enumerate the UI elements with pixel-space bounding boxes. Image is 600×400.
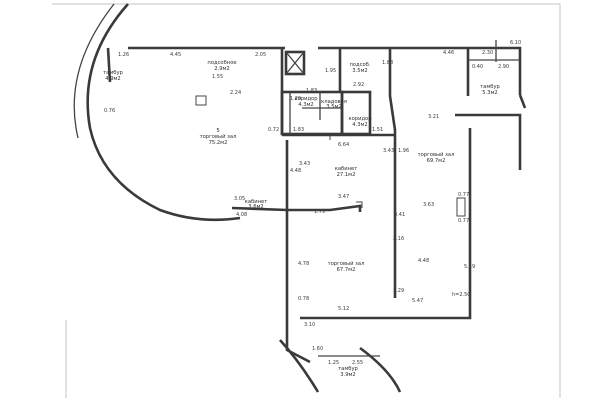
- dimension: 4.48: [290, 168, 301, 174]
- room-label: кабинет: [245, 199, 268, 205]
- dimension: 2.30: [482, 50, 493, 56]
- room-label: тамбур: [480, 84, 500, 90]
- dimension: 2.55: [352, 360, 363, 366]
- room-label: торговый зал: [200, 133, 237, 140]
- walls: [73, 3, 527, 393]
- dimension: 3.43: [383, 148, 394, 154]
- room-label: подсобное: [207, 60, 236, 66]
- dimension: 3.21: [428, 114, 439, 120]
- dimension: 1.25: [328, 360, 339, 366]
- room-area: 75.2м2: [209, 140, 228, 146]
- dimension: 0.72: [268, 127, 279, 133]
- dimension: 6.64: [338, 142, 349, 148]
- dimension: 4.46: [443, 50, 454, 56]
- room-area: 27.1м2: [337, 172, 356, 178]
- dimension: 2.90: [498, 64, 509, 70]
- room-labels: тамбур 4.9м2 подсобное 2.9м2 5 торговый …: [103, 60, 500, 378]
- dimension: 1.88: [382, 60, 393, 66]
- room-label: коридор: [348, 116, 372, 122]
- dimension-labels: 1.26 4.45 2.05 1.95 1.88 4.46 2.30 6.10 …: [104, 40, 521, 366]
- dimension: 4.45: [170, 52, 181, 58]
- dimension: 0.76: [104, 108, 115, 114]
- dimension: 1.51: [372, 127, 383, 133]
- dimension: 3.10: [304, 322, 315, 328]
- dimension: 1.83: [306, 88, 317, 94]
- dimension: 3.05: [234, 196, 245, 202]
- room-label: кладовая: [321, 99, 347, 105]
- dimension: 1.96: [398, 148, 409, 154]
- dimension: 0.77: [458, 192, 469, 198]
- dimension: 1.60: [312, 346, 323, 352]
- dimension: 5.19: [464, 264, 475, 270]
- dimension: 0.40: [472, 64, 483, 70]
- dimension: 2.05: [255, 52, 266, 58]
- room-area: 4.9м2: [105, 76, 120, 82]
- room-label: тамбур: [338, 366, 358, 372]
- dimension: 3.63: [423, 202, 434, 208]
- room-area: 3.9м2: [340, 372, 355, 378]
- dimension: 5.12: [338, 306, 349, 312]
- dimension: h=2.50: [452, 292, 471, 298]
- room-area: 4.3м2: [298, 102, 313, 108]
- room-label: подсоб.: [349, 62, 370, 68]
- room-label: коридор: [294, 96, 318, 102]
- dimension: 2.16: [393, 236, 404, 242]
- room-label: тамбур: [103, 70, 123, 76]
- dimension: 1.79: [314, 209, 325, 215]
- dimension: 1.26: [118, 52, 129, 58]
- dimension: 2.92: [353, 82, 364, 88]
- dimension: 6.10: [510, 40, 521, 46]
- room-number: 5: [216, 128, 219, 134]
- room-label: кабинет: [335, 166, 358, 172]
- room-label: торговый зал: [418, 151, 455, 158]
- dimension: 1.55: [212, 74, 223, 80]
- dimension: 3.47: [338, 194, 349, 200]
- dimension: 4.48: [418, 258, 429, 264]
- dimension: 4.78: [298, 261, 309, 267]
- room-label: торговый зал: [328, 260, 365, 267]
- dimension: 1.29: [393, 288, 404, 294]
- room-area: 69.7м2: [427, 158, 446, 164]
- dimension: 4.08: [236, 212, 247, 218]
- room-area: 4.3м2: [352, 122, 367, 128]
- dimension: 1.83: [293, 127, 304, 133]
- dimension: 3.43: [299, 161, 310, 167]
- room-area: 3.5м2: [326, 104, 341, 110]
- dimension: 1.29: [290, 96, 301, 102]
- dimension: 0.41: [394, 212, 405, 218]
- room-area: 67.7м2: [337, 267, 356, 273]
- dimension: 0.77: [458, 218, 469, 224]
- dimension: 0.78: [298, 296, 309, 302]
- room-area: 5.3м2: [482, 90, 497, 96]
- room-area: 3.5м2: [352, 68, 367, 74]
- fixtures: [195, 95, 466, 217]
- room-area: 3.6м2: [248, 204, 263, 210]
- dimension: 5.47: [412, 298, 423, 304]
- dimension: 1.95: [325, 68, 336, 74]
- dimension: 2.24: [230, 90, 241, 96]
- room-area: 2.9м2: [214, 66, 229, 72]
